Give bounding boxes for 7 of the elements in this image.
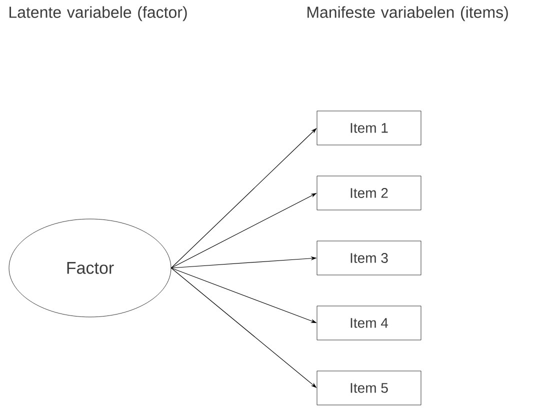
item-box: Item 5 — [316, 370, 422, 406]
item-box: Item 3 — [316, 240, 422, 276]
heading: Latente variabele (factor) — [10, 6, 187, 22]
item-box: Item 4 — [316, 306, 422, 340]
item-box: Item 1 — [316, 110, 422, 146]
heading: Manifeste variabelen (items) — [308, 6, 508, 22]
item-box: Item 2 — [316, 176, 422, 210]
